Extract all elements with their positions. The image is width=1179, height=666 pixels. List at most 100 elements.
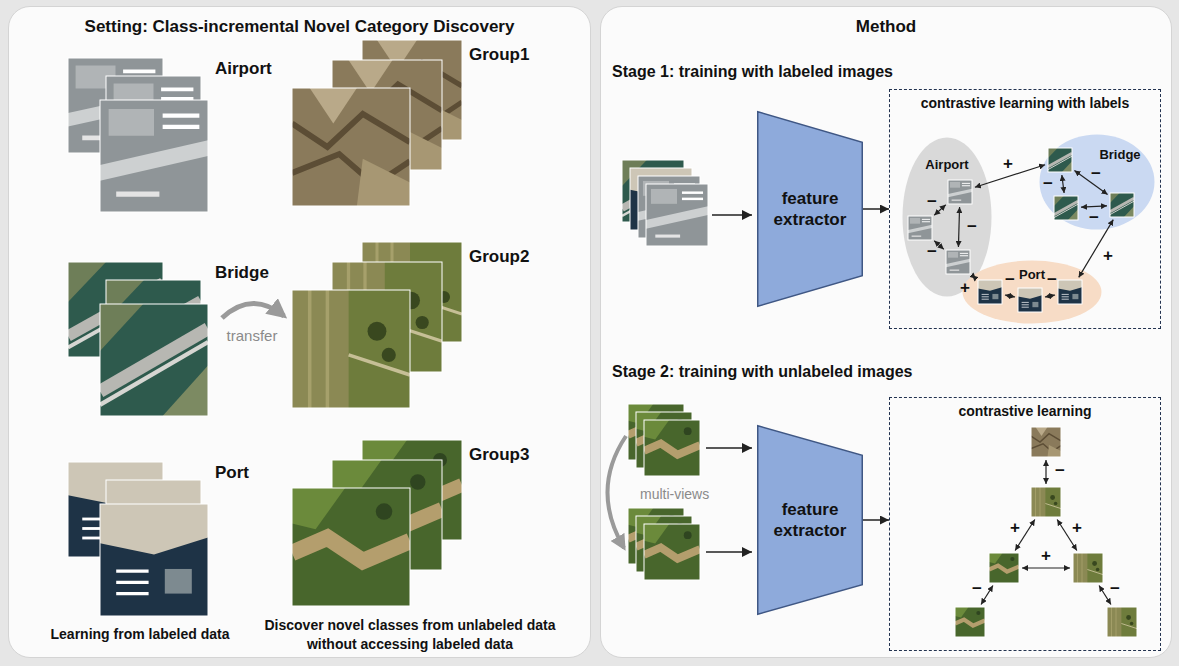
thumbnail-line (922, 221, 930, 222)
label-text: − (927, 192, 937, 211)
trapezoid-outline (758, 112, 863, 307)
thumbnail-area (1036, 427, 1048, 436)
thumbnail-line (639, 217, 658, 219)
thumbnail-line (982, 294, 989, 295)
thumbnail-line (82, 518, 111, 521)
thumbnail-frame (1107, 607, 1137, 637)
label-anchor: − (1043, 173, 1053, 194)
node-label: feature extractor (757, 188, 863, 231)
thumbnail-area (292, 290, 349, 408)
thumbnail-line (1082, 553, 1083, 583)
thumbnail (989, 553, 1019, 583)
thumbnail-line (362, 482, 462, 502)
label-text: + (1010, 518, 1020, 537)
thumbnail-ground (68, 462, 163, 557)
thumbnail-line (1110, 201, 1134, 214)
thumbnail-area (1107, 607, 1121, 637)
thumbnail-area (106, 280, 144, 320)
thumbnail-line (1121, 624, 1137, 629)
thumbnail-line (1054, 201, 1078, 214)
text-anchor: Group2 (469, 247, 529, 267)
thumbnail (1058, 280, 1082, 304)
thumbnail-frame (1110, 193, 1134, 217)
thumbnail-area (1062, 161, 1072, 172)
thumbnail-line (292, 154, 410, 185)
text-anchor: Port (215, 463, 249, 483)
label-text: − (927, 242, 937, 261)
thumbnail-area (989, 553, 1003, 564)
thumbnail-line (1031, 434, 1061, 442)
thumbnail-dot (438, 291, 450, 303)
thumbnail-area (106, 110, 201, 144)
thumbnail-line (1035, 487, 1036, 517)
label-text: multi-views (640, 486, 709, 502)
thumbnail-line (922, 219, 930, 220)
pair-arrow (1079, 220, 1114, 278)
thumbnail-area (114, 84, 154, 107)
thumbnail-line (308, 290, 312, 408)
trapezoid-shape (757, 111, 863, 307)
thumbnail (1073, 553, 1103, 583)
thumbnail-ground (622, 160, 684, 222)
thumbnail-frame (628, 508, 684, 564)
thumbnail-area (100, 140, 208, 180)
class-cluster: Port (962, 260, 1102, 324)
thumbnail-line (1022, 307, 1029, 308)
thumbnail-area (667, 204, 683, 218)
thumbnail-dot (976, 611, 980, 615)
thumbnail-frame (646, 184, 708, 246)
thumbnail-area (992, 294, 998, 299)
box-title: contrastive learning with labels (890, 90, 1160, 111)
thumbnail-line (410, 297, 462, 314)
image-stacks (68, 40, 708, 616)
thumbnail-ground (1110, 193, 1134, 217)
thumbnail-line (82, 135, 120, 140)
pair-arrow (1099, 586, 1111, 605)
thumbnail-dot (376, 503, 393, 520)
label-text: Learning from labeled data (51, 626, 230, 642)
label-text: − (1110, 579, 1120, 598)
thumbnail-ground (1058, 280, 1082, 304)
label-anchor: − (927, 241, 937, 262)
thumbnail-frame (978, 280, 1002, 304)
thumbnail-area (646, 206, 708, 228)
thumbnail-ground (1048, 148, 1072, 172)
thumbnail-ground (1107, 607, 1137, 637)
text-anchor: Bridge (1099, 145, 1140, 163)
thumbnail-area (123, 314, 163, 357)
thumbnail-line (376, 242, 379, 342)
thumbnail (362, 440, 462, 540)
thumbnail-frame (68, 262, 163, 357)
thumbnail (1031, 487, 1061, 517)
thumbnail-line (292, 538, 410, 562)
thumbnail-line (363, 262, 366, 372)
thumbnail-line (326, 290, 330, 408)
box-title: contrastive learning (890, 398, 1160, 419)
thumbnail-ground (68, 58, 163, 153)
thumbnail-line (116, 581, 148, 584)
thumbnail-ground (1054, 196, 1078, 220)
thumbnail (638, 176, 700, 238)
thumbnail (978, 280, 1002, 304)
thumbnail-area (76, 66, 116, 89)
thumbnail-line (161, 97, 193, 101)
thumbnail-ground (628, 404, 684, 460)
label-anchor: Discover novel classes from unlabeled da… (260, 616, 560, 653)
label-anchor: + (1010, 517, 1020, 538)
thumbnail-area (163, 535, 187, 556)
thumbnail-ground (1031, 487, 1061, 517)
labeled-samples (908, 148, 1134, 312)
thumbnail-frame (362, 40, 462, 140)
thumbnail-line (116, 191, 159, 196)
ellipse-fill (963, 261, 1102, 324)
thumbnail-frame (362, 440, 462, 540)
connector-arrow (863, 208, 889, 210)
label-anchor: transfer (227, 327, 278, 346)
thumbnail-area (628, 508, 653, 528)
thumbnail-dot (382, 348, 396, 362)
thumbnail-ground (628, 508, 684, 564)
label-text: Stage 1: training with labeled images (612, 63, 893, 80)
thumbnail-line (639, 204, 658, 206)
thumbnail-dot (676, 419, 684, 427)
